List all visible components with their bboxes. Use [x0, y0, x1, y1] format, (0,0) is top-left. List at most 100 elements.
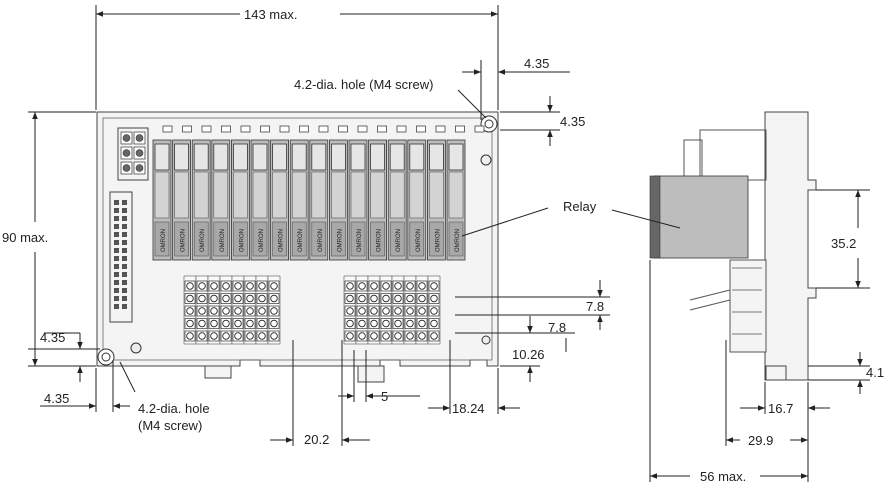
relay-marking: OMRON [259, 229, 265, 252]
connector-pin [122, 280, 127, 285]
relay: OMRON [152, 139, 172, 261]
connector-pin [122, 272, 127, 277]
relay-socket-tab [435, 125, 446, 133]
connector-pin [122, 216, 127, 221]
rail-clip-right [357, 365, 385, 383]
side-view [649, 111, 817, 381]
relay: OMRON [309, 139, 329, 261]
relay: OMRON [270, 139, 290, 261]
connector-pin [122, 304, 127, 309]
side-base [764, 111, 817, 381]
connector-pin [114, 280, 119, 285]
relay-socket-tab [260, 125, 270, 133]
relay: OMRON [289, 139, 309, 261]
dim-side-depth-overall: 56 max. [700, 469, 746, 484]
relay-marking: OMRON [377, 229, 383, 252]
connector-pin [122, 256, 127, 261]
dim-block-gap: 20.2 [304, 432, 329, 447]
connector-pin [122, 296, 127, 301]
connector-pin [114, 200, 119, 205]
connector-pin [114, 224, 119, 229]
dim-width-overall: 143 max. [244, 7, 297, 22]
dim-side-height: 35.2 [831, 236, 856, 251]
relay: OMRON [407, 139, 427, 261]
relay-socket-tab [279, 125, 290, 133]
relay: OMRON [387, 139, 407, 261]
relay-socket-tab [162, 125, 173, 133]
dimension-lines [28, 5, 870, 482]
connector-pin [114, 248, 119, 253]
relay: OMRON [328, 139, 348, 261]
callout-hole-top: 4.2-dia. hole (M4 screw) [294, 77, 433, 92]
relay-socket-tab [221, 125, 231, 133]
relay-socket-tab [201, 125, 212, 133]
connector-pin [114, 232, 119, 237]
connector-pin [114, 272, 119, 277]
connector-pin [122, 232, 127, 237]
relay: OMRON [348, 139, 368, 261]
relay-socket-tab [416, 125, 426, 133]
relay-marking: OMRON [239, 229, 245, 252]
connector-pin [122, 208, 127, 213]
connector-pin [114, 304, 119, 309]
ribbon-connector [109, 191, 133, 323]
relay-marking: OMRON [279, 229, 285, 252]
connector-pin [122, 264, 127, 269]
relay: OMRON [368, 139, 388, 261]
connector-pin [114, 288, 119, 293]
dim-height-overall: 90 max. [2, 230, 48, 245]
dim-terminal-pitch: 5 [381, 389, 388, 404]
dim-hole-offset-x-bottom: 4.35 [44, 391, 69, 406]
connector-pin [122, 224, 127, 229]
connector-pin [122, 288, 127, 293]
connector-pin [114, 240, 119, 245]
dim-hole-offset-x-top: 4.35 [524, 56, 549, 71]
callout-hole-bottom-line1: 4.2-dia. hole [138, 401, 210, 416]
side-terminal-stack [729, 259, 767, 353]
relay: OMRON [426, 139, 446, 261]
connector-pin [114, 296, 119, 301]
connector-pin [122, 240, 127, 245]
relay-socket-tab [455, 125, 465, 133]
connector-pin [114, 264, 119, 269]
connector-pin [122, 200, 127, 205]
screw-left [130, 342, 142, 354]
relay-marking: OMRON [200, 229, 206, 252]
relay: OMRON [250, 139, 270, 261]
relay-marking: OMRON [435, 229, 441, 252]
dim-right-block-offset: 18.24 [452, 401, 485, 416]
callout-hole-bottom-line2: (M4 screw) [138, 418, 202, 433]
relay: OMRON [230, 139, 250, 261]
relay: OMRON [172, 139, 192, 261]
screw-right [480, 154, 492, 166]
dim-side-depth-2: 29.9 [748, 433, 773, 448]
dim-terminal-bottom-offset: 10.26 [512, 347, 545, 362]
relay-marking: OMRON [455, 229, 461, 252]
relay-marking: OMRON [396, 229, 402, 252]
relay-marking: OMRON [357, 229, 363, 252]
side-relay [653, 175, 749, 259]
relay-marking: OMRON [181, 229, 187, 252]
relay-socket-tab [299, 125, 309, 133]
relay-marking: OMRON [298, 229, 304, 252]
relay-marking: OMRON [416, 229, 422, 252]
connector-pin [114, 208, 119, 213]
relay: OMRON [191, 139, 211, 261]
relay-socket-tab [338, 125, 348, 133]
relay-marking: OMRON [161, 229, 167, 252]
relay-socket-tab [396, 125, 407, 133]
relay: OMRON [446, 139, 466, 261]
relay-socket-tab [357, 125, 368, 133]
dim-terminal-row-pitch-1: 7.8 [586, 299, 604, 314]
dim-terminal-row-pitch-2: 7.8 [548, 320, 566, 335]
rail-clip-left [204, 365, 232, 379]
callout-relay: Relay [563, 199, 597, 214]
relay-marking: OMRON [220, 229, 226, 252]
relay-socket-tab [182, 125, 192, 133]
connector-pin [114, 216, 119, 221]
connector-pin [114, 256, 119, 261]
side-upper-bracket [699, 129, 767, 181]
